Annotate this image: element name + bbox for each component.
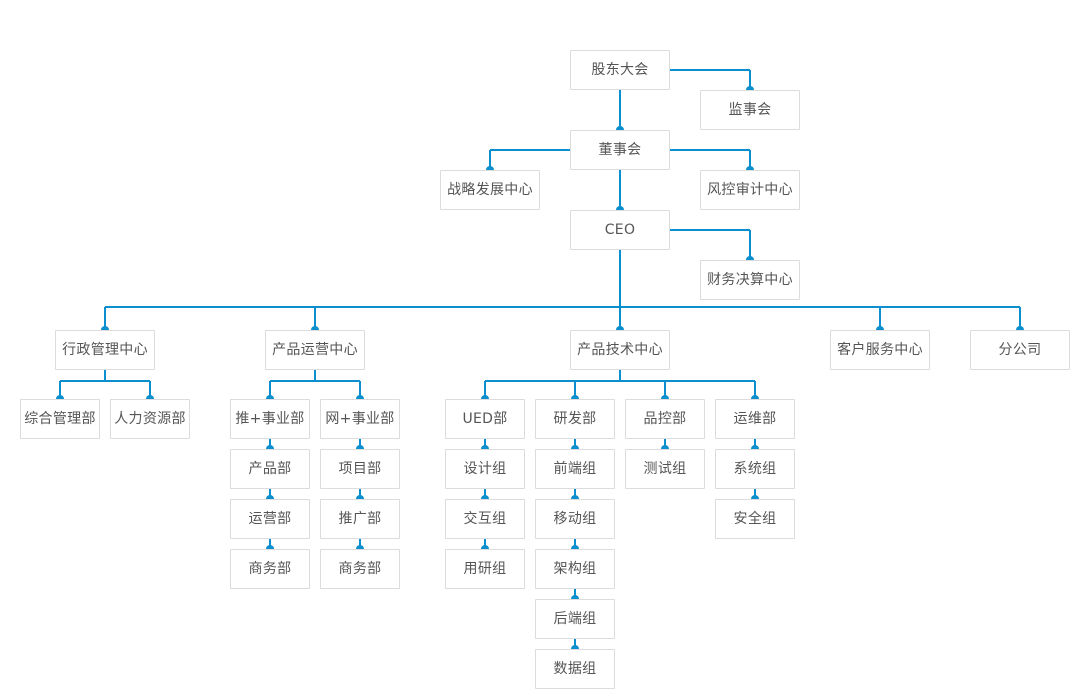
org-node-label: 客户服务中心 (837, 342, 923, 358)
org-node-rd[interactable]: 研发部 (535, 399, 615, 439)
org-node-wang-bu[interactable]: 网+事业部 (320, 399, 400, 439)
org-node-wang-project[interactable]: 项目部 (320, 449, 400, 489)
org-node-label: 研发部 (553, 411, 597, 427)
org-node-label: 测试组 (643, 461, 687, 477)
org-node-ops-system[interactable]: 系统组 (715, 449, 795, 489)
org-node-admin-general[interactable]: 综合管理部 (20, 399, 100, 439)
org-node-label: 移动组 (553, 511, 597, 527)
org-node-label: 商务部 (338, 561, 382, 577)
org-node-tui-product[interactable]: 产品部 (230, 449, 310, 489)
org-node-label: 运营部 (248, 511, 292, 527)
org-node-label: 安全组 (733, 511, 777, 527)
org-node-ued[interactable]: UED部 (445, 399, 525, 439)
org-node-label: 战略发展中心 (447, 182, 533, 198)
org-node-label: 架构组 (553, 561, 597, 577)
org-node-label: 监事会 (728, 102, 772, 118)
org-node-label: 财务决算中心 (707, 272, 793, 288)
org-node-strategy[interactable]: 战略发展中心 (440, 170, 540, 210)
org-node-label: 前端组 (553, 461, 597, 477)
org-node-label: 风控审计中心 (707, 182, 793, 198)
org-node-label: 分公司 (998, 342, 1042, 358)
org-node-qc-test[interactable]: 测试组 (625, 449, 705, 489)
org-node-label: 行政管理中心 (62, 342, 148, 358)
org-node-label: 项目部 (338, 461, 382, 477)
org-node-label: 网+事业部 (325, 411, 395, 427)
org-node-label: UED部 (462, 411, 508, 427)
org-node-prodops[interactable]: 产品运营中心 (265, 330, 365, 370)
org-node-ued-research[interactable]: 用研组 (445, 549, 525, 589)
org-node-tui-business[interactable]: 商务部 (230, 549, 310, 589)
org-node-label: 交互组 (463, 511, 507, 527)
org-node-label: 数据组 (553, 661, 597, 677)
org-node-rd-frontend[interactable]: 前端组 (535, 449, 615, 489)
org-node-label: 用研组 (463, 561, 507, 577)
org-node-rd-backend[interactable]: 后端组 (535, 599, 615, 639)
org-node-admin-hr[interactable]: 人力资源部 (110, 399, 190, 439)
org-node-wang-promote[interactable]: 推广部 (320, 499, 400, 539)
org-node-label: 产品运营中心 (272, 342, 358, 358)
org-node-tui-operate[interactable]: 运营部 (230, 499, 310, 539)
org-node-wang-business[interactable]: 商务部 (320, 549, 400, 589)
org-node-label: 董事会 (598, 142, 642, 158)
org-node-supervisors[interactable]: 监事会 (700, 90, 800, 130)
org-node-label: 人力资源部 (114, 411, 186, 427)
org-node-label: 设计组 (463, 461, 507, 477)
org-node-board[interactable]: 董事会 (570, 130, 670, 170)
org-node-ued-interaction[interactable]: 交互组 (445, 499, 525, 539)
org-node-riskaudit[interactable]: 风控审计中心 (700, 170, 800, 210)
org-node-shareholders[interactable]: 股东大会 (570, 50, 670, 90)
org-node-rd-architecture[interactable]: 架构组 (535, 549, 615, 589)
org-node-qc[interactable]: 品控部 (625, 399, 705, 439)
org-node-ops[interactable]: 运维部 (715, 399, 795, 439)
org-node-label: 综合管理部 (24, 411, 96, 427)
org-node-ceo[interactable]: CEO (570, 210, 670, 250)
org-node-label: 推+事业部 (235, 411, 305, 427)
org-node-label: 运维部 (733, 411, 777, 427)
org-node-customer[interactable]: 客户服务中心 (830, 330, 930, 370)
org-node-admin[interactable]: 行政管理中心 (55, 330, 155, 370)
org-node-label: 股东大会 (591, 62, 649, 78)
org-node-label: 品控部 (643, 411, 687, 427)
org-node-ued-design[interactable]: 设计组 (445, 449, 525, 489)
org-node-techcenter[interactable]: 产品技术中心 (570, 330, 670, 370)
org-node-rd-data[interactable]: 数据组 (535, 649, 615, 689)
org-node-label: CEO (604, 222, 636, 238)
org-node-label: 系统组 (733, 461, 777, 477)
org-node-tui-bu[interactable]: 推+事业部 (230, 399, 310, 439)
org-node-branch[interactable]: 分公司 (970, 330, 1070, 370)
org-node-rd-mobile[interactable]: 移动组 (535, 499, 615, 539)
org-node-ops-security[interactable]: 安全组 (715, 499, 795, 539)
org-node-label: 产品部 (248, 461, 292, 477)
org-node-label: 后端组 (553, 611, 597, 627)
org-node-finance[interactable]: 财务决算中心 (700, 260, 800, 300)
org-node-label: 产品技术中心 (577, 342, 663, 358)
org-node-label: 推广部 (338, 511, 382, 527)
org-node-label: 商务部 (248, 561, 292, 577)
